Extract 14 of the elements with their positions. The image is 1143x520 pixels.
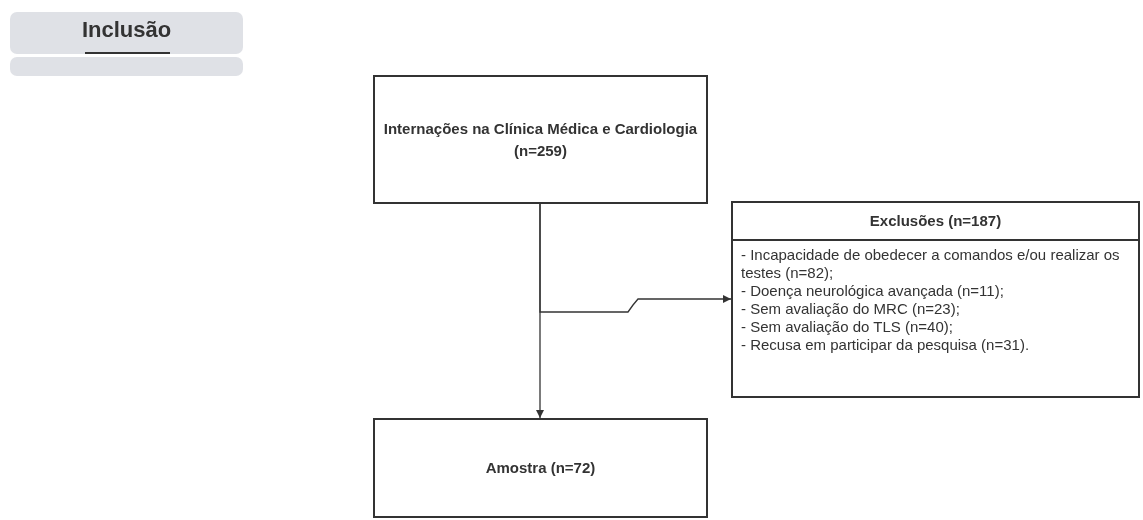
list-item: - Sem avaliação do MRC (n=23);	[741, 300, 961, 318]
exclusion-box	[731, 201, 1140, 398]
arrow	[539, 203, 732, 313]
box-text: Internações na Clínica Médica e Cardiologia (n=259)	[382, 118, 699, 161]
list-item: - Incapacidade de obedecer a comandos e/ou realizar os testes (n=82);	[741, 246, 1121, 282]
section-title: Inclusão	[80, 17, 173, 43]
box-text: Amostra (n=72)	[485, 458, 596, 479]
list-item: - Doença neurológica avançada (n=11);	[741, 282, 1005, 300]
box-heading: Exclusões (n=187)	[733, 203, 1138, 241]
list-item: - Sem avaliação do TLS (n=40);	[741, 318, 954, 336]
list-item: - Recusa em participar da pesquisa (n=31).	[741, 336, 1031, 354]
process-box	[373, 418, 708, 518]
section-tab	[10, 12, 243, 54]
process-box	[373, 75, 708, 204]
